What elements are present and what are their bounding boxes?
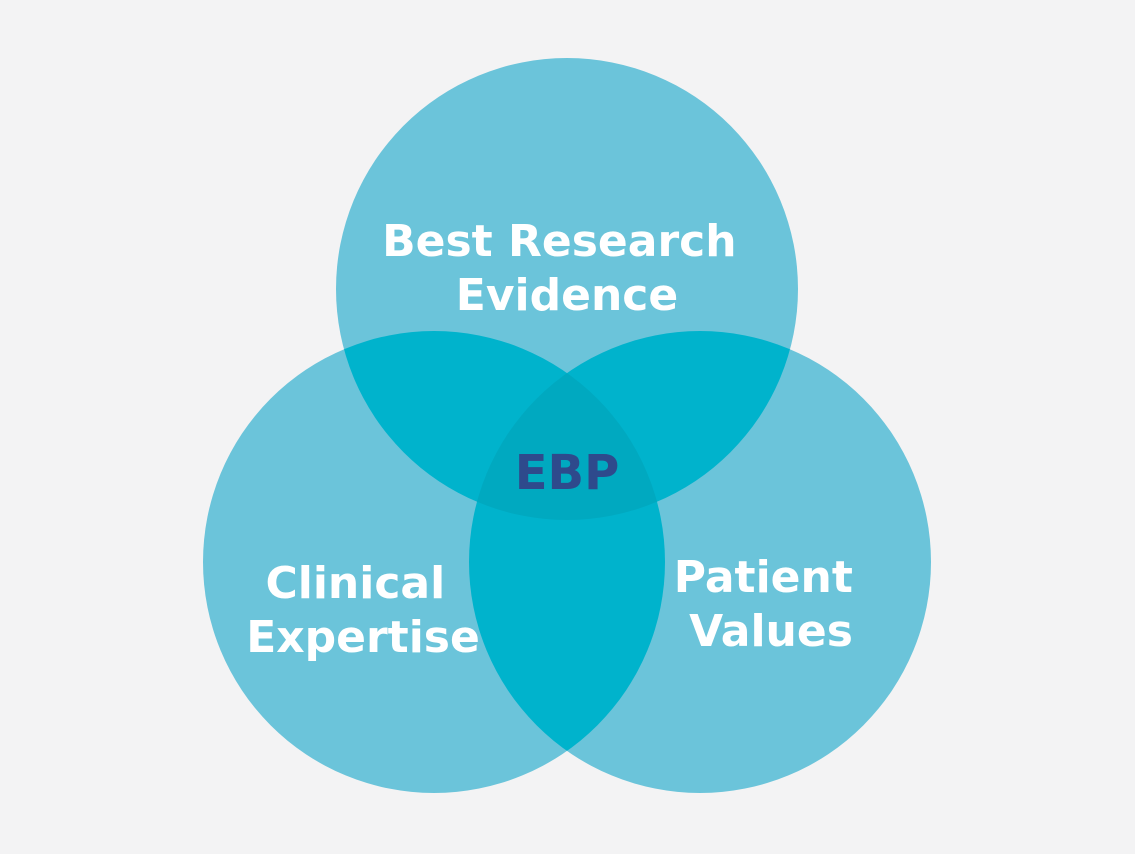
overlap-center [469,331,665,520]
label-patient-values: Patient Values [674,552,868,657]
label-left-line-2: Expertise [246,612,480,663]
label-best-research-evidence: Best Research Evidence [382,216,752,321]
label-clinical-expertise: Clinical Expertise [246,558,480,663]
label-right-line-2: Values [689,606,853,657]
label-ebp: EBP [515,445,620,501]
label-left-line-1: Clinical [265,558,445,609]
label-top-line-2: Evidence [456,270,678,321]
label-top-line-1: Best Research [382,216,736,267]
label-right-line-1: Patient [674,552,853,603]
